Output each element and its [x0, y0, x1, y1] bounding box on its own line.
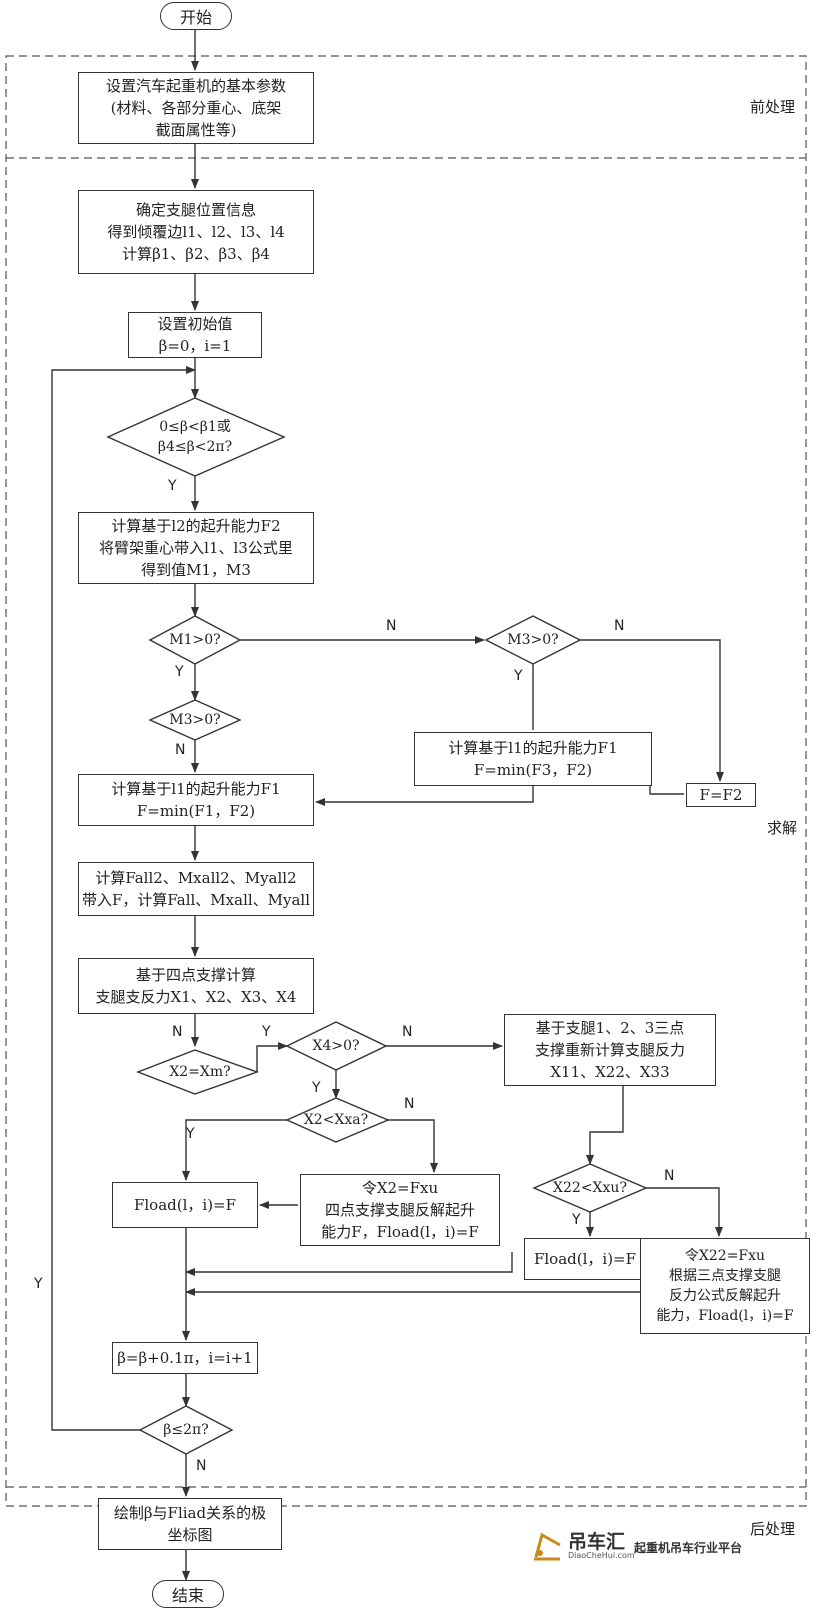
label-n: N [404, 1096, 415, 1112]
label-n: N [664, 1168, 675, 1184]
box-outrigger-info: 确定支腿位置信息 得到倾覆边l1、l2、l3、l4 计算β1、β2、β3、β4 [78, 190, 314, 274]
label-y: Y [168, 478, 177, 494]
text-line: 令X2=Fxu [361, 1179, 439, 1197]
logo-slogan: 起重机吊车行业平台 [634, 1541, 743, 1555]
text-line: 计算基于l1的起升能力F1 [111, 780, 281, 798]
text-line: Fload(l，i)=F [533, 1250, 637, 1268]
box-polar-plot: 绘制β与Fliad关系的极 坐标图 [98, 1498, 282, 1550]
logo-subtitle: DiaoCheHui.com [568, 1551, 635, 1560]
label-n: N [402, 1024, 413, 1040]
section-label-post: 后处理 [750, 1520, 796, 1538]
section-label-pre: 前处理 [750, 98, 796, 116]
decision-diamonds [106, 397, 648, 1455]
text-line: (材料、各部分重心、底架 [110, 99, 282, 117]
label-y: Y [262, 1024, 271, 1040]
box-capacity-l1-alt: 计算基于l1的起升能力F1 F=min(F3，F2) [414, 732, 652, 786]
text-line: 计算β1、β2、β3、β4 [122, 245, 270, 263]
text-line: 令X22=Fxu [684, 1248, 766, 1264]
box-basic-params: 设置汽车起重机的基本参数 (材料、各部分重心、底架 截面属性等) [78, 72, 314, 144]
box-three-point-support: 基于支腿1、2、3三点 支撑重新计算支腿反力 X11、X22、X33 [504, 1014, 716, 1086]
start-terminal: 开始 [160, 2, 232, 30]
text-line: 绘制β与Fliad关系的极 [113, 1504, 267, 1522]
decision-x2-xxa: X2<Xxa? [303, 1112, 369, 1128]
text-line: 计算基于l2的起升能力F2 [111, 517, 281, 535]
box-initial-values: 设置初始值 β=0，i=1 [128, 312, 262, 358]
box-compute-fall: 计算Fall2、Mxall2、Myall2 带入F，计算Fall、Mxall、M… [78, 862, 314, 916]
label-n: N [386, 618, 397, 634]
section-borders [5, 55, 807, 1507]
text-line: 能力F，Fload(l，i)=F [321, 1223, 479, 1241]
text-line: β4≤β<2π? [157, 439, 233, 455]
text-line: β=β+0.1π，i=i+1 [117, 1349, 253, 1367]
text-line: F=F2 [699, 786, 743, 804]
decision-x2-xm: X2=Xm? [169, 1064, 231, 1080]
decision-m1: M1>0? [169, 632, 221, 648]
text-line: 支撑重新计算支腿反力 [534, 1041, 685, 1059]
text-line: 得到倾覆边l1、l2、l3、l4 [107, 223, 285, 241]
text-line: 基于四点支撑计算 [135, 966, 256, 984]
text-line: 支腿支反力X1、X2、X3、X4 [95, 988, 297, 1006]
label-y: Y [514, 668, 523, 684]
crane-logo-icon [534, 1532, 561, 1561]
box-four-point-support: 基于四点支撑计算 支腿支反力X1、X2、X3、X4 [78, 958, 314, 1014]
text-line: Fload(l，i)=F [133, 1196, 237, 1214]
decision-m3-left: M3>0? [169, 712, 221, 728]
logo-title: 吊车汇 [568, 1531, 626, 1553]
text-line: F=min(F1，F2) [136, 802, 256, 820]
box-four-point-inverse: 令X2=Fxu 四点支撑支腿反解起升 能力F，Fload(l，i)=F [300, 1174, 500, 1246]
label-n: N [614, 618, 625, 634]
label-n: N [175, 742, 186, 758]
text-line: 设置初始值 [157, 315, 233, 333]
decision-m3-right: M3>0? [507, 632, 559, 648]
box-increment-beta: β=β+0.1π，i=i+1 [112, 1342, 258, 1374]
label-y: Y [186, 1126, 195, 1142]
text-line: 计算Fall2、Mxall2、Myall2 [95, 869, 297, 887]
text-line: 基于支腿1、2、3三点 [535, 1019, 685, 1037]
box-capacity-l2: 计算基于l2的起升能力F2 将臂架重心带入l1、l3公式里 得到值M1，M3 [78, 512, 314, 584]
text-line: 坐标图 [167, 1526, 213, 1544]
label-y: Y [572, 1212, 581, 1228]
text-line: β=0，i=1 [158, 337, 232, 355]
label-y: Y [175, 664, 184, 680]
text-line: X11、X22、X33 [550, 1063, 670, 1081]
text-line: 四点支撑支腿反解起升 [324, 1201, 475, 1219]
text-line: 将臂架重心带入l1、l3公式里 [99, 539, 293, 557]
box-capacity-l1: 计算基于l1的起升能力F1 F=min(F1，F2) [78, 774, 314, 826]
label-y: Y [312, 1080, 321, 1096]
text-line: 设置汽车起重机的基本参数 [105, 77, 286, 95]
decision-beta-range: 0≤β<β1或 β4≤β<2π? [115, 414, 275, 460]
label-n: N [172, 1024, 183, 1040]
text-line: 0≤β<β1或 [159, 419, 231, 435]
text-line: 计算基于l1的起升能力F1 [448, 739, 618, 757]
text-line: 带入F，计算Fall、Mxall、Myall [81, 891, 311, 909]
label-y: Y [34, 1276, 43, 1292]
text-line: 得到值M1，M3 [141, 561, 251, 579]
site-logo: 吊车汇 DiaoCheHui.com 起重机吊车行业平台 [528, 1527, 798, 1565]
text-line: 确定支腿位置信息 [135, 201, 256, 219]
section-label-solve: 求解 [767, 819, 798, 837]
box-fload-left: Fload(l，i)=F [112, 1182, 258, 1228]
label-n: N [196, 1458, 207, 1474]
box-three-point-inverse: 令X22=Fxu 根据三点支撑支腿 反力公式反解起升 能力，Fload(l，i)… [640, 1238, 810, 1334]
text-line: 反力公式反解起升 [669, 1288, 781, 1304]
text-line: 能力，Fload(l，i)=F [656, 1308, 794, 1324]
text-line: 根据三点支撑支腿 [669, 1268, 781, 1284]
decision-beta-limit: β≤2π? [163, 1422, 209, 1438]
box-fload-right: Fload(l，i)=F [524, 1238, 646, 1280]
box-f-equals-f2: F=F2 [686, 783, 756, 807]
decision-x22-xxu: X22<Xxu? [553, 1180, 627, 1196]
decision-x4: X4>0? [312, 1038, 360, 1054]
text-line: 截面属性等) [155, 121, 237, 139]
end-terminal: 结束 [152, 1580, 224, 1608]
text-line: F=min(F3，F2) [473, 761, 593, 779]
